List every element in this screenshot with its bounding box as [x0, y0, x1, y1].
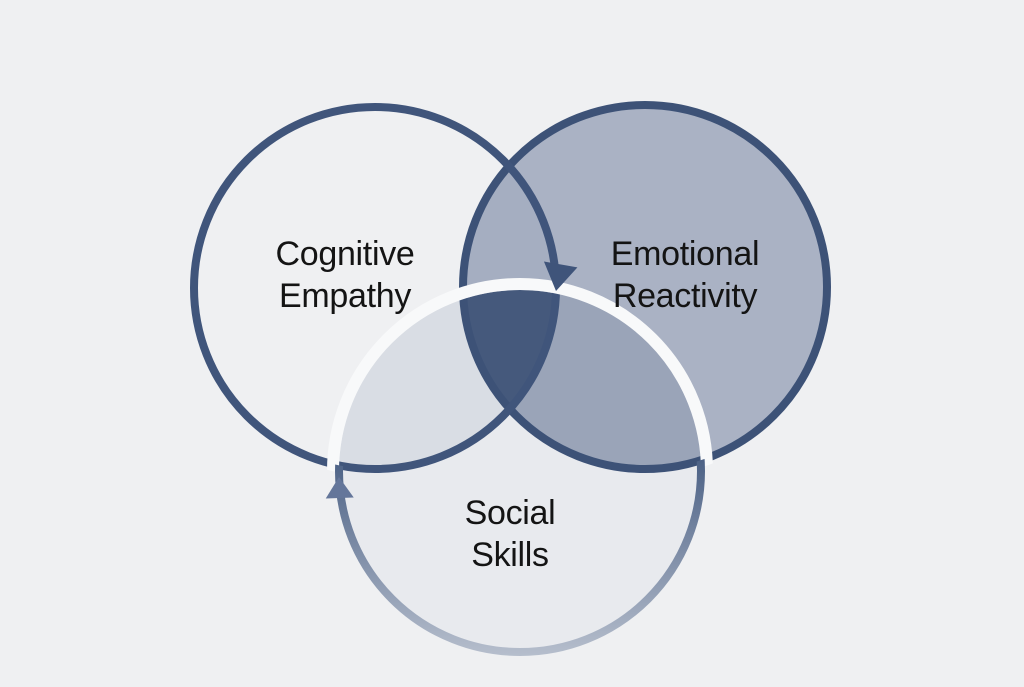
circle-social-skills-outline — [335, 286, 705, 656]
arrow-down-icon — [543, 261, 578, 291]
arrow-up-icon — [325, 477, 354, 499]
overlap-emotional-social — [463, 290, 701, 469]
overlap-cognitive-social — [339, 290, 556, 469]
